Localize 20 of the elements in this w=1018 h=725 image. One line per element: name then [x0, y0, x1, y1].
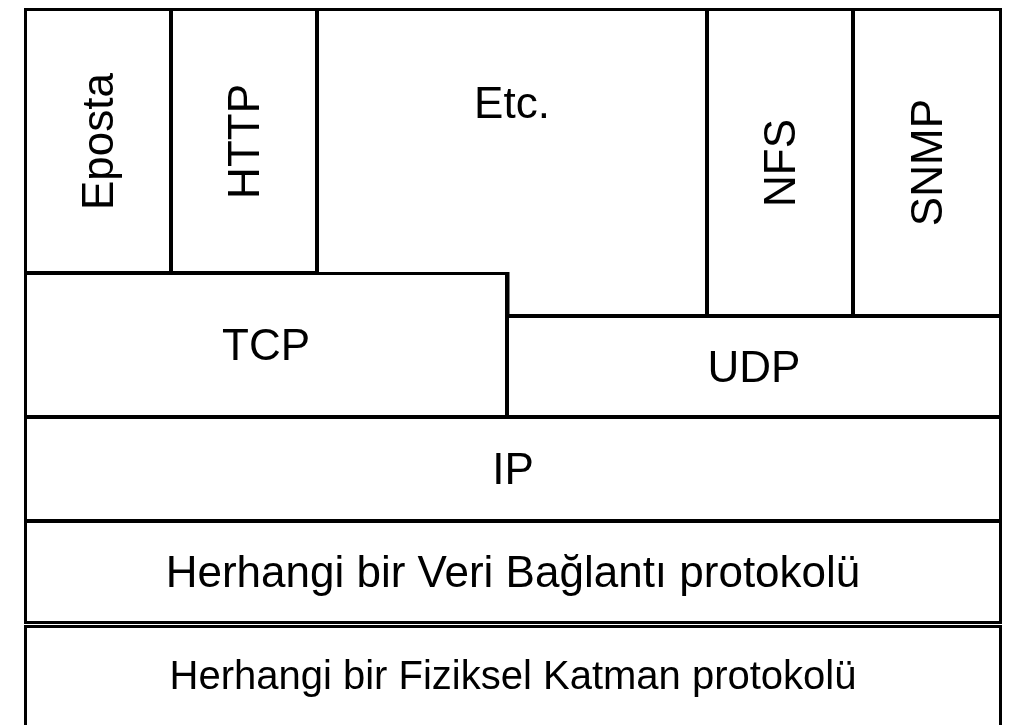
layer-box — [24, 520, 1002, 624]
layer-box — [24, 625, 1002, 725]
layer-box — [24, 416, 1002, 522]
layer-label: IP — [492, 447, 534, 491]
protocol-area — [316, 8, 708, 317]
layer-label: Herhangi bir Veri Bağlantı protokolü — [165, 550, 861, 594]
layer-label: Eposta — [76, 72, 120, 210]
layer-label: UDP — [707, 344, 801, 389]
layer-label: HTTP — [222, 83, 266, 199]
layer-label: TCP — [222, 323, 310, 367]
layer-label: Herhangi bir Fiziksel Katman protokolü — [169, 655, 857, 695]
layer-box — [506, 315, 1002, 418]
layer-label: NFS — [758, 118, 802, 207]
layer-label: Etc. — [474, 80, 550, 125]
protocol-box — [170, 8, 318, 274]
protocol-box — [852, 8, 1002, 317]
layer-box — [24, 272, 508, 418]
protocol-box — [706, 8, 854, 317]
protocol-box — [24, 8, 172, 274]
layer-label: SNMP — [905, 98, 949, 227]
